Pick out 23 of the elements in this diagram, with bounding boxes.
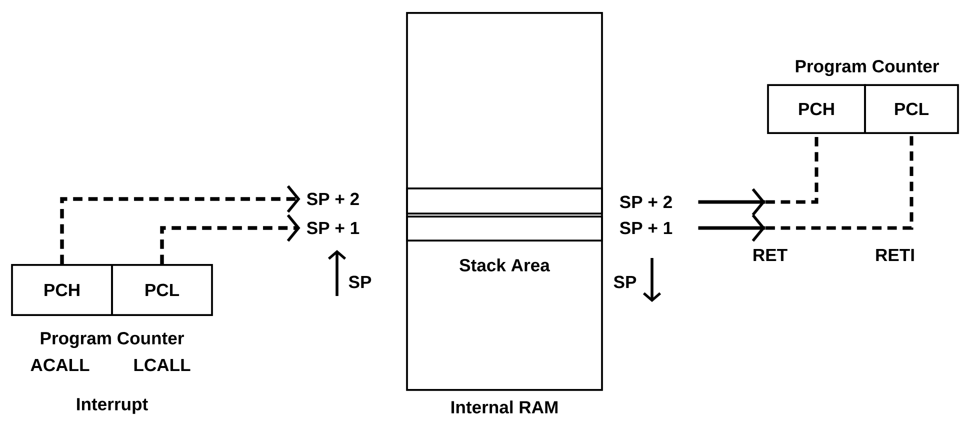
stack-slot [406, 216, 603, 242]
arrow [160, 214, 300, 264]
register-box: PCH [767, 84, 866, 134]
memory-title: Internal RAM [452, 400, 558, 414]
instruction-label: Interrupt [77, 398, 148, 414]
pointer-label: SP [614, 276, 636, 288]
register-title: Program Counter [40, 332, 184, 348]
stack-slot [406, 188, 603, 214]
register-box: PCH [11, 264, 113, 316]
area-label: Stack Area [460, 258, 550, 272]
address-label: SP + 1 [306, 222, 360, 234]
register-box: PCL [111, 264, 213, 316]
instruction-label: LCALL [134, 358, 190, 372]
address-label: SP + 2 [620, 196, 672, 208]
instruction-label: RET [754, 248, 788, 262]
pointer-label: SP [348, 276, 372, 288]
address-label: SP + 1 [620, 222, 672, 234]
arrow [60, 185, 300, 264]
instruction-label: ACALL [30, 358, 90, 372]
register-box: PCL [864, 84, 959, 134]
instruction-label: RETI [876, 248, 914, 262]
address-label: SP + 2 [306, 192, 359, 206]
register-title: Program Counter [796, 60, 939, 76]
